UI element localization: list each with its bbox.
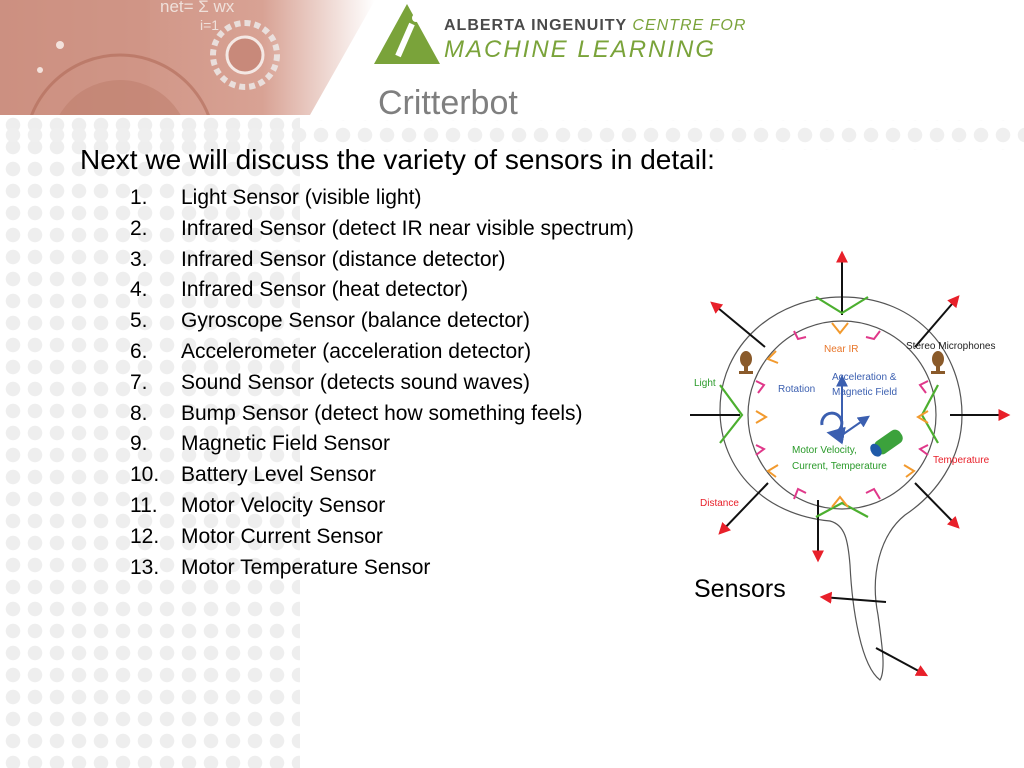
item-number: 1. [130,186,148,209]
microphone-icon [739,351,753,374]
logo-triangle-icon [374,4,440,64]
item-text: Infrared Sensor (detect IR near visible … [181,216,634,240]
slide-title: Critterbot [378,84,518,122]
slide-heading: Next we will discuss the variety of sens… [80,144,715,175]
item-number: 13. [130,555,160,579]
list-item: 7. Sound Sensor (detects sound waves) [130,371,634,402]
logo-text-accent: CENTRE FOR [632,17,747,34]
list-item: 2. Infrared Sensor (detect IR near visibl… [130,217,634,248]
svg-text:net= Σ wx: net= Σ wx [160,0,235,16]
list-item: 12. Motor Current Sensor [130,525,634,556]
list-item: 9. Magnetic Field Sensor [130,432,634,463]
list-item: 4. Infrared Sensor (heat detector) [130,278,634,309]
item-number: 8. [130,401,148,425]
list-item: 13. Motor Temperature Sensor [130,556,634,587]
item-text: Battery Level Sensor [181,463,376,487]
distance-label: Distance [700,498,739,509]
accel-label-1: Acceleration & [832,372,897,383]
item-text: Infrared Sensor (distance detector) [181,247,506,271]
item-number: 2. [130,216,148,240]
motor-icon [870,429,903,457]
item-number: 6. [130,339,148,363]
item-number: 3. [130,247,148,271]
list-item: 10. Battery Level Sensor [130,463,634,494]
sensor-list: 1. Light Sensor (visible light) 2. Infrare… [130,186,634,586]
light-label: Light [694,378,716,389]
microphone-icon [931,351,945,374]
axes-icon [836,374,870,436]
logo-text-line2: MACHINE LEARNING [444,36,717,63]
list-item: 8. Bump Sensor (detect how something feel… [130,402,634,433]
item-number: 4. [130,278,148,302]
list-item: 11. Motor Velocity Sensor [130,494,634,525]
list-item: 6. Accelerometer (acceleration detector) [130,340,634,371]
item-text: Gyroscope Sensor (balance detector) [181,309,531,333]
item-text: Light Sensor (visible light) [181,186,422,209]
sensor-diagram: Near IR Stereo Microphones Light Rotatio… [690,250,1011,681]
item-text: Bump Sensor (detect how something feels) [181,401,583,425]
svg-text:i=1: i=1 [200,17,219,33]
robot-outer-shell [719,296,963,681]
item-number: 5. [130,309,148,333]
distance-arrows [690,250,1011,677]
light-sensors [755,322,929,508]
temperature-label: Temperature [933,455,990,466]
stereo-mic-label: Stereo Microphones [906,341,996,352]
item-text: Sound Sensor (detects sound waves) [181,370,531,394]
rotation-label: Rotation [778,384,815,395]
item-text: Motor Temperature Sensor [181,555,431,579]
item-number: 7. [130,370,148,394]
item-number: 12. [130,524,160,548]
list-item: 5. Gyroscope Sensor (balance detector) [130,309,634,340]
item-text: Infrared Sensor (heat detector) [181,278,469,302]
item-number: 10. [130,463,160,487]
item-text: Magnetic Field Sensor [181,432,390,456]
motor-label-2: Current, Temperature [792,461,887,472]
robot-inner-body [747,320,937,510]
item-text: Motor Velocity Sensor [181,493,386,517]
accel-label-2: Magnetic Field [832,387,897,398]
dotted-background [0,110,300,768]
item-text: Accelerometer (acceleration detector) [181,339,532,363]
motor-label-1: Motor Velocity, [792,445,857,456]
list-item: 1. Light Sensor (visible light) [130,186,634,217]
header-banner-image: net= Σ wx i=1 [0,0,380,115]
rotation-icon [820,411,846,445]
org-logo: ALBERTA INGENUITY CENTRE FOR MACHINE LEA… [372,2,772,72]
item-number: 11. [130,493,158,517]
dotted-background-strip [0,120,1024,150]
item-text: Motor Current Sensor [181,524,383,548]
diagram-caption: Sensors [694,575,786,603]
logo-text-main: ALBERTA INGENUITY [444,17,627,34]
list-item: 3. Infrared Sensor (distance detector) [130,248,634,279]
near-ir-sensors [755,330,929,500]
near-ir-label: Near IR [824,344,858,355]
logo-text-line1: ALBERTA INGENUITY CENTRE FOR [444,17,746,35]
item-number: 9. [130,432,148,456]
